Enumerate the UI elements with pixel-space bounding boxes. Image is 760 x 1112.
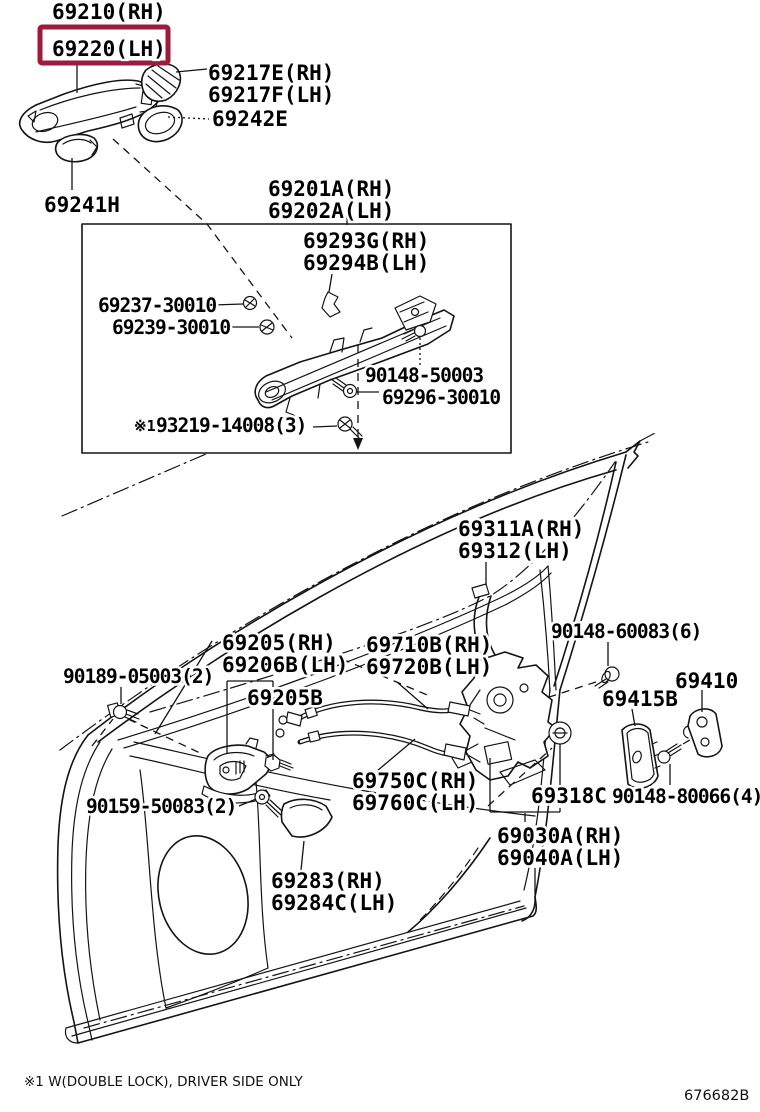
part-label-69217f-lh[interactable]: 69217F(LH): [206, 81, 337, 110]
inside-handle-drawing: [201, 737, 333, 838]
lock-cables-drawing: [275, 699, 485, 763]
door-panel-drawing: [56, 432, 656, 1044]
handle-cover-drawing: [140, 63, 182, 102]
handle-cap-drawing: [54, 133, 99, 163]
part-label-69720b-lh[interactable]: 69720B(LH): [364, 653, 495, 682]
handle-frame-drawing: [242, 291, 455, 441]
selected-part-highlight-box: [37, 24, 171, 66]
part-label-69760c-lh[interactable]: 69760C(LH): [350, 789, 481, 818]
part-label-69205b[interactable]: 69205B: [245, 684, 326, 713]
diagram-line-art: [18, 63, 723, 1044]
part-label-69750c-rh[interactable]: 69750C(RH): [350, 767, 481, 796]
part-label-69239-30010[interactable]: 69239-30010: [110, 314, 234, 342]
part-label-90148-60083[interactable]: 90148-60083(6): [549, 618, 705, 646]
part-label-69415b[interactable]: 69415B: [600, 685, 681, 714]
part-label-69220-lh[interactable]: 69220(LH): [50, 35, 169, 64]
part-label-69283-rh[interactable]: 69283(RH): [269, 867, 388, 896]
part-label-69410[interactable]: 69410: [673, 667, 741, 696]
part-label-69311a-rh[interactable]: 69311A(RH): [456, 515, 587, 544]
part-label-69205-rh[interactable]: 69205(RH): [220, 629, 339, 658]
part-label-69030a-rh[interactable]: 69030A(RH): [495, 822, 626, 851]
down-arrow-icon: [353, 438, 363, 450]
handle-pad-drawing: [137, 105, 183, 143]
part-label-69312-lh[interactable]: 69312(LH): [456, 537, 575, 566]
part-label-69242e[interactable]: 69242E: [210, 105, 291, 134]
footnote-text: ※1 W(DOUBLE LOCK), DRIVER SIDE ONLY: [24, 1074, 304, 1090]
part-label-69237-30010[interactable]: 69237-30010: [96, 292, 220, 320]
outside-handle-drawing: [18, 79, 161, 144]
part-label-69296-30010[interactable]: 69296-30010: [380, 384, 504, 412]
part-label-69284c-lh[interactable]: 69284C(LH): [269, 889, 400, 918]
part-label-69294b-lh[interactable]: 69294B(LH): [301, 249, 432, 278]
part-label-69318c[interactable]: 69318C: [529, 782, 610, 811]
part-label-69293g-rh[interactable]: 69293G(RH): [301, 227, 432, 256]
striker-and-cover-drawings: [594, 666, 723, 789]
part-label-90148-80066[interactable]: 90148-80066(4): [610, 783, 760, 811]
footnote-marker-1: ※1: [134, 417, 156, 435]
subassembly-frame-box: [81, 223, 512, 454]
part-label-69210-rh[interactable]: 69210(RH): [50, 0, 169, 27]
part-label-69710b-rh[interactable]: 69710B(RH): [364, 631, 495, 660]
part-label-69206b-lh[interactable]: 69206B(LH): [220, 651, 351, 680]
part-labels: 69210(RH) 69220(LH) 69217E(RH) 69217F(LH…: [42, 0, 760, 918]
part-label-90148-50003[interactable]: 90148-50003: [363, 362, 487, 390]
part-label-90159-50083[interactable]: 90159-50083(2): [84, 793, 240, 821]
figure-code: 676682B: [684, 1088, 749, 1104]
part-label-90189-05003[interactable]: 90189-05003(2): [61, 663, 217, 691]
part-label-69202a-lh[interactable]: 69202A(LH): [266, 197, 397, 226]
part-label-69040a-lh[interactable]: 69040A(LH): [495, 844, 626, 873]
part-label-69217e-rh[interactable]: 69217E(RH): [206, 59, 337, 88]
leader-lines: [71, 63, 703, 895]
part-label-69201a-rh[interactable]: 69201A(RH): [266, 175, 397, 204]
part-label-93219-14008[interactable]: 93219-14008(3): [154, 412, 310, 440]
part-label-69241h[interactable]: 69241H: [42, 191, 123, 220]
door-lock-assembly-drawing: [451, 651, 572, 786]
hinge-screw-drawing: [107, 702, 140, 723]
